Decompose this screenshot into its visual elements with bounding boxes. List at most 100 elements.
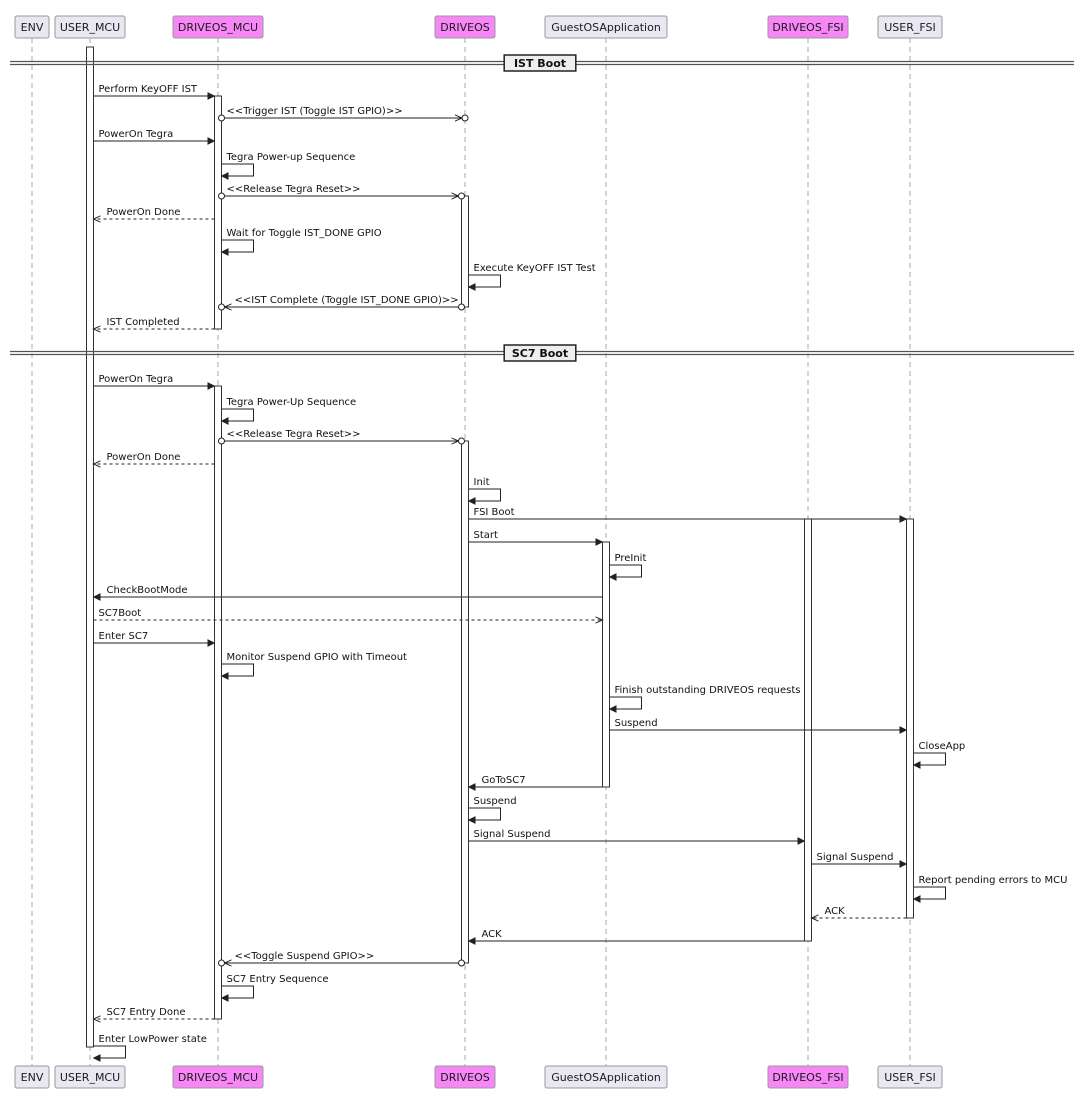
participant-label: DRIVEOS xyxy=(440,21,489,34)
message-label: PreInit xyxy=(615,553,647,564)
activation-bar-DRIVEOS_MCU xyxy=(214,385,222,1020)
message-21: Enter SC7 xyxy=(93,631,216,647)
message-17: Start xyxy=(468,530,604,546)
message-22: Monitor Suspend GPIO with Timeout xyxy=(220,652,408,680)
self-message-arrow xyxy=(220,408,254,425)
message-18: PreInit xyxy=(608,553,647,581)
message-label: <<Release Tegra Reset>> xyxy=(227,429,361,440)
self-message-arrow xyxy=(467,807,501,824)
activation-bar-GuestOSApplication xyxy=(602,541,610,788)
participant-box-bottom-DRIVEOS_FSI: DRIVEOS_FSI xyxy=(767,1065,849,1089)
participant-box-top-GuestOSApplication: GuestOSApplication xyxy=(544,15,668,39)
message-10: IST Completed xyxy=(94,317,215,329)
participant-box-bottom-USER_FSI: USER_FSI xyxy=(877,1065,943,1089)
message-label: ACK xyxy=(825,906,846,917)
participant-box-bottom-GuestOSApplication: GuestOSApplication xyxy=(544,1065,668,1089)
message-label: SC7 Entry Done xyxy=(107,1007,186,1018)
activation-bar-DRIVEOS xyxy=(461,195,469,308)
message-12: Tegra Power-Up Sequence xyxy=(220,397,356,425)
participant-box-top-DRIVEOS_FSI: DRIVEOS_FSI xyxy=(767,15,849,39)
message-label: Init xyxy=(474,477,490,488)
participant-label: ENV xyxy=(21,1071,44,1084)
participant-box-bottom-DRIVEOS_MCU: DRIVEOS_MCU xyxy=(172,1065,264,1089)
message-start-circle xyxy=(218,114,225,122)
message-start-circle xyxy=(458,303,465,311)
message-14: PowerOn Done xyxy=(94,452,215,464)
self-message-arrow xyxy=(220,163,254,180)
message-8: Execute KeyOFF IST Test xyxy=(467,263,596,291)
message-label: CloseApp xyxy=(919,741,966,752)
self-message-arrow xyxy=(220,239,254,256)
message-start-circle xyxy=(218,192,225,200)
message-11: PowerOn Tegra xyxy=(93,374,216,390)
self-message-arrow xyxy=(912,752,946,769)
self-message-arrow xyxy=(912,886,946,903)
message-35: SC7 Entry Done xyxy=(94,1007,215,1019)
message-15: Init xyxy=(467,477,501,505)
participant-label: USER_MCU xyxy=(60,1071,120,1084)
message-label: Monitor Suspend GPIO with Timeout xyxy=(227,652,408,663)
message-label: <<Toggle Suspend GPIO>> xyxy=(235,951,375,962)
activation-bar-DRIVEOS xyxy=(461,440,469,964)
message-label: PowerOn Tegra xyxy=(99,374,174,385)
message-end-circle xyxy=(461,114,469,122)
message-label: Suspend xyxy=(474,796,517,807)
message-29: Signal Suspend xyxy=(811,852,908,868)
participant-label: USER_MCU xyxy=(60,21,120,34)
message-7: Wait for Toggle IST_DONE GPIO xyxy=(220,228,382,256)
participant-box-bottom-USER_MCU: USER_MCU xyxy=(54,1065,126,1089)
message-label: FSI Boot xyxy=(474,507,515,518)
message-label: GoToSC7 xyxy=(482,775,526,786)
message-label: IST Completed xyxy=(107,317,180,328)
message-label: CheckBootMode xyxy=(107,585,188,596)
participant-label: USER_FSI xyxy=(884,1071,936,1084)
message-end-circle xyxy=(458,437,465,445)
participant-label: GuestOSApplication xyxy=(551,1071,661,1084)
message-33: <<Toggle Suspend GPIO>> xyxy=(218,951,465,966)
participant-box-bottom-DRIVEOS: DRIVEOS xyxy=(434,1065,496,1089)
message-4: Tegra Power-up Sequence xyxy=(220,152,356,180)
participant-label: USER_FSI xyxy=(884,21,936,34)
message-31: ACK xyxy=(812,906,907,918)
message-25: CloseApp xyxy=(912,741,966,769)
message-label: Perform KeyOFF IST xyxy=(99,84,198,95)
message-label: Finish outstanding DRIVEOS requests xyxy=(615,685,801,696)
message-16: FSI Boot xyxy=(468,507,908,523)
message-label: <<Trigger IST (Toggle IST GPIO)>> xyxy=(227,106,403,117)
activation-bar-USER_MCU xyxy=(86,46,94,1048)
message-32: ACK xyxy=(467,929,805,945)
self-message-arrow xyxy=(220,663,254,680)
message-label: Report pending errors to MCU xyxy=(919,875,1068,886)
self-message-arrow xyxy=(467,488,501,505)
message-label: PowerOn Done xyxy=(107,452,181,463)
message-start-circle xyxy=(218,437,225,445)
message-label: Execute KeyOFF IST Test xyxy=(474,263,596,274)
participant-box-top-DRIVEOS: DRIVEOS xyxy=(434,15,496,39)
message-label: Wait for Toggle IST_DONE GPIO xyxy=(227,228,382,239)
message-label: PowerOn Tegra xyxy=(99,129,174,140)
participant-label: GuestOSApplication xyxy=(551,21,661,34)
self-message-arrow xyxy=(467,274,501,291)
self-message-arrow xyxy=(608,564,642,581)
participant-box-top-USER_FSI: USER_FSI xyxy=(877,15,943,39)
message-9: <<IST Complete (Toggle IST_DONE GPIO)>> xyxy=(218,295,465,311)
message-30: Report pending errors to MCU xyxy=(912,875,1068,903)
message-label: <<IST Complete (Toggle IST_DONE GPIO)>> xyxy=(235,295,459,306)
message-label: SC7 Entry Sequence xyxy=(227,974,329,985)
activation-bar-USER_FSI xyxy=(906,518,914,919)
self-message-arrow xyxy=(608,696,642,713)
message-19: CheckBootMode xyxy=(92,585,603,601)
message-5: <<Release Tegra Reset>> xyxy=(218,184,465,200)
participant-label: DRIVEOS_MCU xyxy=(178,21,258,34)
message-label: Tegra Power-up Sequence xyxy=(226,152,356,163)
section-divider-label: SC7 Boot xyxy=(512,347,568,360)
participant-label: DRIVEOS xyxy=(440,1071,489,1084)
message-label: Signal Suspend xyxy=(474,829,551,840)
message-20: SC7Boot xyxy=(93,608,603,620)
message-1: Perform KeyOFF IST xyxy=(93,84,216,100)
participant-label: ENV xyxy=(21,21,44,34)
participant-box-top-ENV: ENV xyxy=(14,15,50,39)
section-divider: IST Boot xyxy=(10,54,1074,72)
participant-box-top-DRIVEOS_MCU: DRIVEOS_MCU xyxy=(172,15,264,39)
